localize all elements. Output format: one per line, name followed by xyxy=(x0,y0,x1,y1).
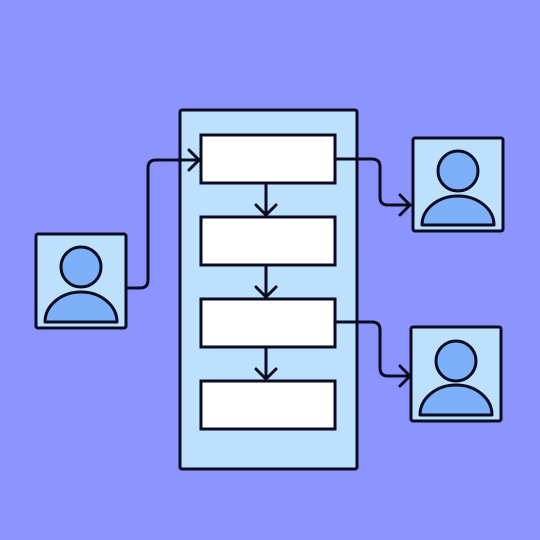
step-3 xyxy=(199,297,337,349)
arrow-user-left-to-step1 xyxy=(125,148,201,290)
arrow-step2-to-step3 xyxy=(254,263,278,299)
user-icon xyxy=(418,339,494,417)
step-1 xyxy=(199,133,337,185)
arrow-step1-to-user-right-top xyxy=(333,157,412,217)
user-icon xyxy=(420,149,496,227)
user-card-right-bottom xyxy=(409,325,503,423)
user-icon xyxy=(43,245,119,324)
arrow-step3-to-step4 xyxy=(254,345,278,381)
user-card-right-top xyxy=(411,136,505,233)
user-card-left xyxy=(34,232,128,330)
step-4 xyxy=(199,379,337,431)
process-container xyxy=(178,108,359,471)
step-2 xyxy=(199,215,337,267)
arrow-step1-to-step2 xyxy=(254,181,278,217)
